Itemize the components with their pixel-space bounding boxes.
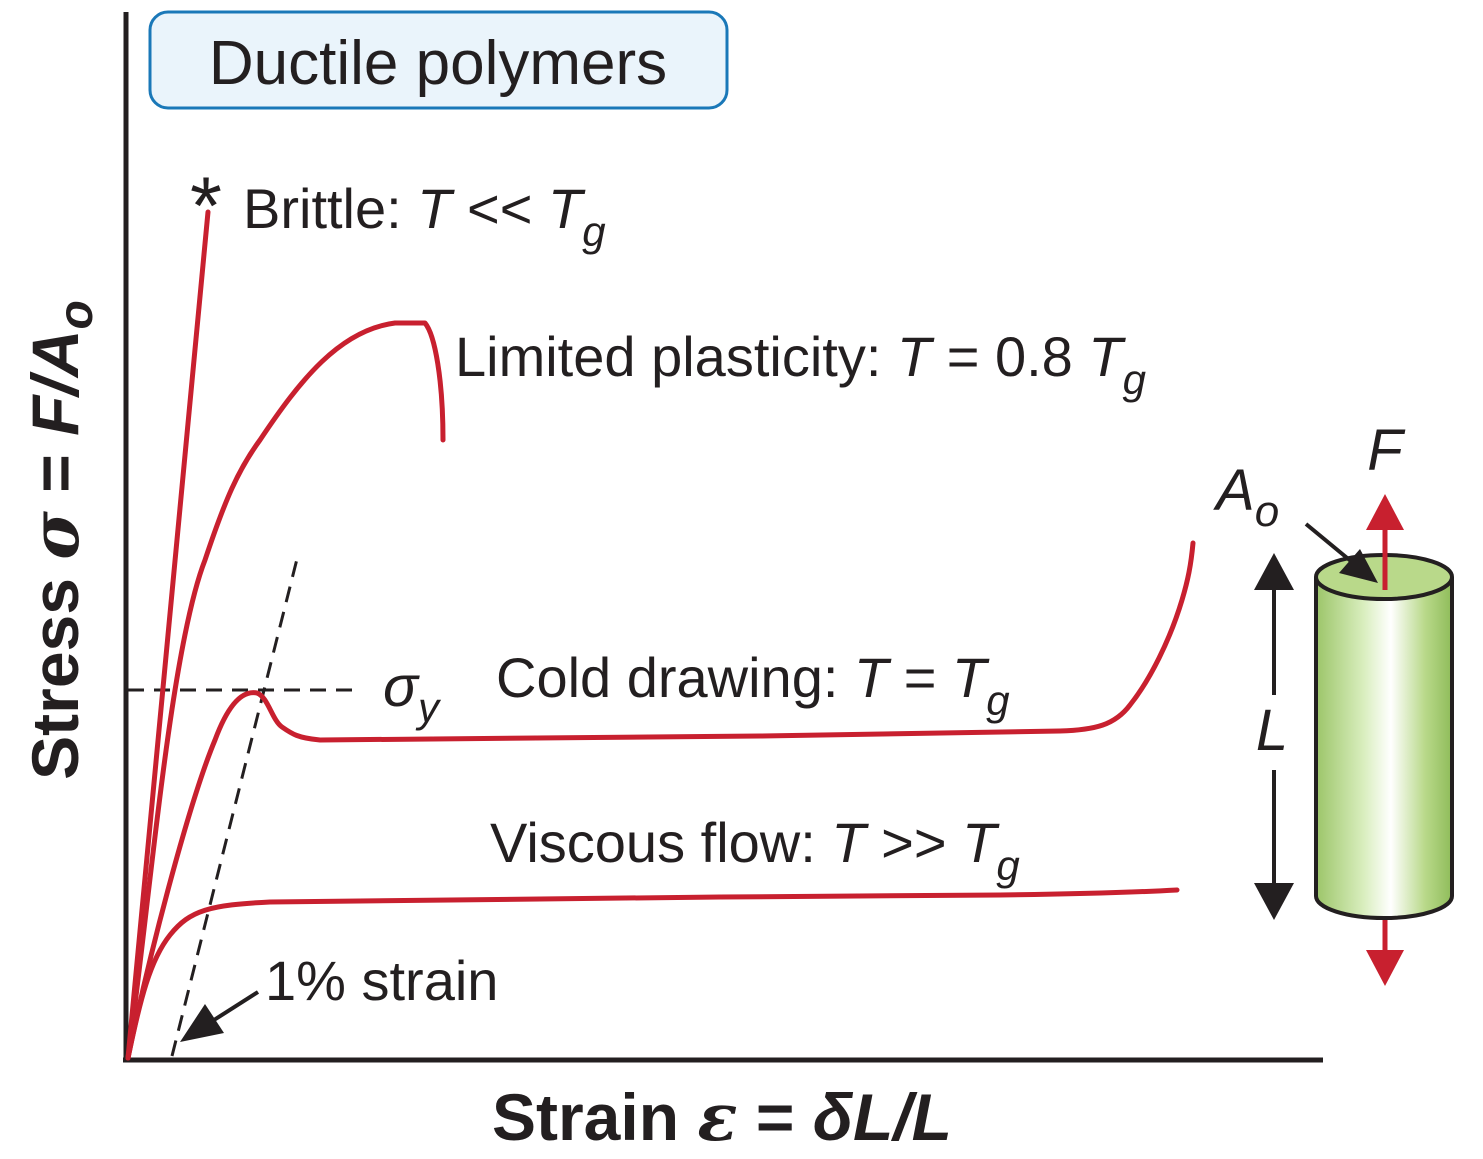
brittle-curve [125, 209, 211, 1061]
specimen-cylinder [1314, 553, 1454, 920]
title: Ductile polymers [209, 29, 667, 98]
area-arrow-icon [1304, 522, 1378, 583]
offset-arrow-icon [180, 990, 260, 1042]
axes [123, 12, 1323, 1063]
x-axis-label: Strain ε = δL/L [492, 1078, 952, 1156]
offset-strain-line [170, 554, 300, 1057]
length-dimension-icon [1254, 553, 1294, 920]
brittle-label: Brittle: T << Tg [243, 177, 606, 255]
length-label: L [1256, 698, 1288, 763]
offset-strain-label: 1% strain [265, 949, 498, 1012]
cold-drawing-curve [125, 540, 1196, 1061]
force-arrow-down-icon [1366, 920, 1404, 986]
title-box: Ductile polymers [148, 10, 729, 110]
force-label: F [1367, 418, 1406, 483]
limited-plasticity-label: Limited plasticity: T = 0.8 Tg [455, 325, 1146, 403]
y-axis-label: Stress σ = F/Ao [16, 300, 103, 780]
force-arrow-up-icon [1366, 494, 1404, 590]
cold-drawing-label: Cold drawing: T = Tg [496, 646, 1010, 724]
viscous-flow-label: Viscous flow: T >> Tg [490, 811, 1020, 889]
yield-stress-label: σy [383, 654, 442, 731]
viscous-flow-curve [125, 887, 1180, 1061]
area-label: Ao [1213, 458, 1279, 536]
limited-plasticity-curve [125, 320, 446, 1061]
fracture-marker-icon: * [190, 161, 222, 252]
